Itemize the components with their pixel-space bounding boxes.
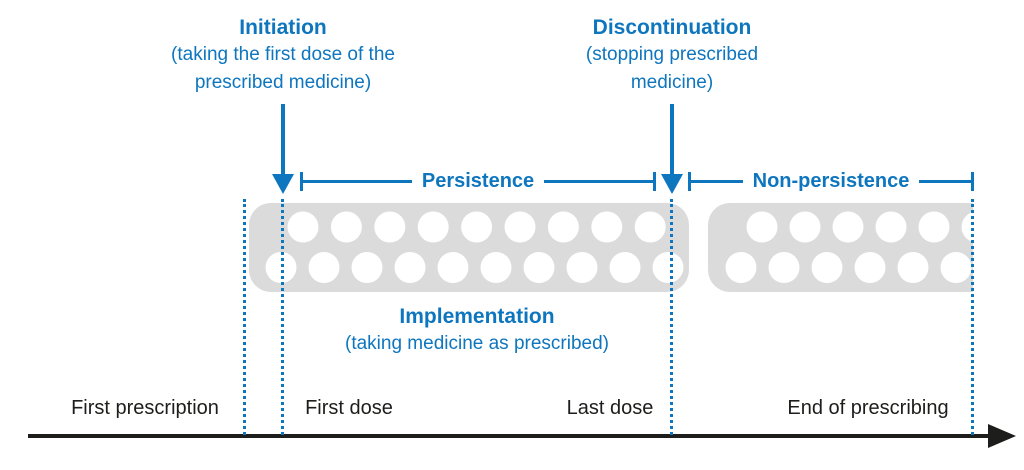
non-persistence-bracket: Non-persistence: [688, 170, 974, 192]
timeline-label-end-of-prescribing: End of prescribing: [787, 397, 949, 419]
pill-circle: [897, 252, 929, 283]
pill-circle: [330, 211, 362, 243]
timeline-label-last-dose: Last dose: [566, 397, 654, 419]
discontinuation-subtitle-line1: (stopping prescribed: [585, 44, 759, 65]
pill-circle: [811, 252, 843, 283]
bracket-tick: [688, 171, 691, 191]
pill-circle: [634, 211, 666, 243]
bracket-line: [919, 179, 971, 183]
pill-circle: [768, 252, 800, 283]
pill-circle: [875, 211, 907, 243]
pill-circle: [746, 211, 778, 243]
pill-circle: [461, 211, 493, 243]
initiation-title: Initiation: [239, 16, 327, 39]
guide-line-last-dose: [670, 199, 673, 435]
pill-circle: [480, 252, 512, 283]
guide-line-end-of-prescribing: [971, 199, 974, 435]
bracket-line: [303, 179, 412, 183]
timeline-label-first-prescription: First prescription: [71, 397, 219, 419]
bracket-tick: [653, 171, 657, 191]
pill-circle: [351, 252, 383, 283]
pill-circle: [940, 252, 972, 283]
pill-circle: [287, 211, 319, 243]
guide-line-first-prescription: [243, 199, 246, 435]
pill-circle: [547, 211, 579, 243]
pill-circle: [789, 211, 821, 243]
bracket-line: [544, 179, 654, 183]
initiation-subtitle-line1: (taking the first dose of the: [171, 44, 395, 65]
bracket-tick: [971, 171, 974, 191]
pill-circle: [308, 252, 340, 283]
pill-circle: [854, 252, 886, 283]
pill-circle: [725, 252, 757, 283]
blister-pack: [249, 203, 689, 292]
pill-circle: [504, 211, 536, 243]
pill-circle: [832, 211, 864, 243]
initiation-arrow: [272, 104, 294, 194]
timeline-label-first-dose: First dose: [305, 397, 393, 419]
initiation-subtitle-line2: prescribed medicine): [194, 72, 372, 93]
timeline-axis-arrow: [28, 424, 1016, 448]
persistence-label: Persistence: [421, 169, 535, 192]
discontinuation-title: Discontinuation: [592, 16, 752, 39]
bracket-line: [691, 179, 743, 183]
pill-circle: [437, 252, 469, 283]
discontinuation-annotation: Discontinuation (stopping prescribed med…: [586, 14, 758, 97]
implementation-subtitle: (taking medicine as prescribed): [344, 333, 610, 354]
blister-packs: [249, 203, 973, 292]
guide-line-first-dose: [281, 199, 284, 435]
bracket-tick: [300, 171, 303, 191]
pill-circle: [961, 212, 973, 242]
discontinuation-subtitle-line2: medicine): [630, 72, 714, 93]
pill-circle: [394, 252, 426, 283]
implementation-annotation: Implementation (taking medicine as presc…: [345, 303, 609, 358]
pill-circle: [417, 211, 449, 243]
pill-circle: [591, 211, 623, 243]
initiation-annotation: Initiation (taking the first dose of the…: [171, 14, 395, 97]
pill-circle: [374, 211, 406, 243]
implementation-title: Implementation: [399, 305, 555, 328]
pill-circle: [566, 252, 598, 283]
pill-circle: [523, 252, 555, 283]
blister-pack: [708, 203, 973, 292]
persistence-bracket: Persistence: [300, 169, 657, 192]
pill-circle: [609, 252, 641, 283]
non-persistence-label: Non-persistence: [752, 169, 910, 192]
discontinuation-arrow: [661, 104, 683, 194]
pill-circle: [652, 252, 684, 283]
pill-circle: [918, 211, 950, 243]
